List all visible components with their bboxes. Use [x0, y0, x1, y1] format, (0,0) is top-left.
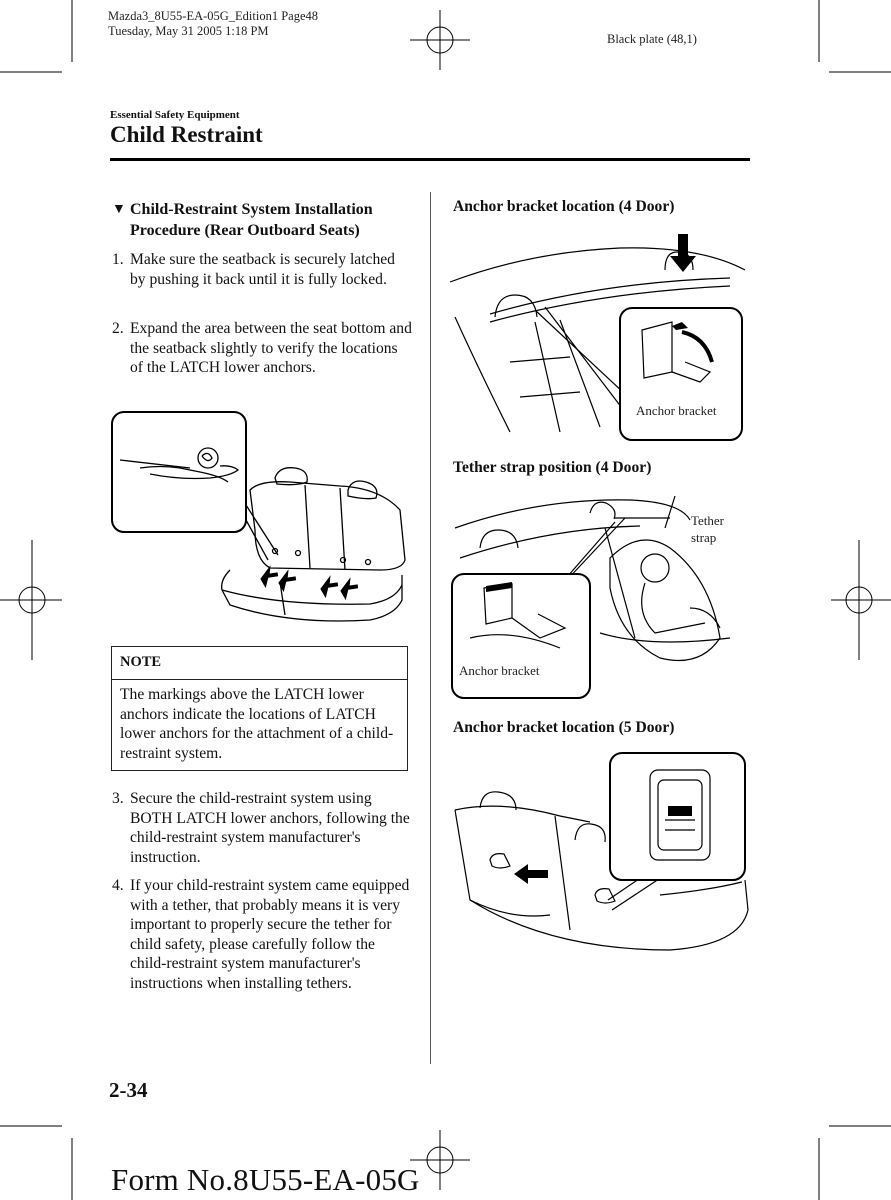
- anchor-bracket-5door-illustration: [454, 752, 749, 951]
- print-header: Mazda3_8U55-EA-05G_Edition1 Page48 Tuesd…: [108, 9, 318, 39]
- fig1-caption: Anchor bracket location (4 Door): [453, 198, 675, 215]
- fig2-caption: Tether strap position (4 Door): [453, 459, 652, 476]
- step-text: If your child-restraint system came equi…: [130, 877, 410, 992]
- registration-mark-left: [0, 540, 62, 660]
- rear-seat-latch-illustration: [111, 411, 406, 622]
- step-text: Expand the area between the seat bottom …: [130, 320, 412, 376]
- registration-mark-top: [410, 10, 470, 70]
- fig1-anchor-label: Anchor bracket: [636, 403, 717, 418]
- page-number: 2-34: [109, 1078, 148, 1102]
- registration-mark-right: [831, 540, 891, 660]
- fig2-tether-label: Tether strap: [691, 513, 725, 545]
- column-divider: [430, 192, 431, 1064]
- step-number: 3.: [112, 790, 124, 807]
- anchor-bracket-5door-inset: [609, 752, 746, 881]
- page-title: Child Restraint: [110, 122, 263, 147]
- triangle-marker-icon: ▼: [112, 202, 126, 217]
- fig3-caption: Anchor bracket location (5 Door): [453, 719, 675, 736]
- registration-mark-bottom: [410, 1130, 470, 1190]
- step-text: Secure the child-restraint system using …: [130, 790, 410, 866]
- note-box: NOTE The markings above the LATCH lower …: [111, 646, 408, 771]
- step-text: Make sure the seatback is securely latch…: [130, 251, 395, 288]
- step-number: 1.: [112, 251, 124, 268]
- print-header-date: Tuesday, May 31 2005 1:18 PM: [108, 24, 269, 38]
- form-number: Form No.8U55-EA-05G: [111, 1162, 420, 1197]
- step-number: 2.: [112, 320, 124, 337]
- anchor-bracket-4door-illustration: [449, 234, 746, 441]
- section-tag: Essential Safety Equipment: [110, 109, 240, 121]
- step-2: 2. Expand the area between the seat bott…: [112, 319, 412, 378]
- title-rule: [110, 158, 750, 161]
- note-body: The markings above the LATCH lower ancho…: [120, 686, 394, 762]
- step-number: 4.: [112, 877, 124, 894]
- print-header-file: Mazda3_8U55-EA-05G_Edition1 Page48: [108, 9, 319, 23]
- tether-anchor-inset: [451, 573, 591, 699]
- step-4: 4. If your child-restraint system came e…: [112, 876, 412, 993]
- print-plate: Black plate (48,1): [607, 32, 697, 46]
- step-1: 1. Make sure the seatback is securely la…: [112, 250, 412, 289]
- procedure-subheading: ▼ Child-Restraint System Installation Pr…: [112, 199, 412, 241]
- latch-marking-inset: [111, 411, 247, 533]
- note-divider: [112, 679, 407, 680]
- anchor-bracket-inset: [619, 307, 743, 441]
- step-3: 3. Secure the child-restraint system usi…: [112, 789, 412, 867]
- note-title: NOTE: [120, 654, 162, 670]
- tether-strap-4door-illustration: [451, 495, 731, 699]
- fig2-anchor-label: Anchor bracket: [459, 663, 540, 678]
- procedure-subheading-text: Child-Restraint System Installation Proc…: [130, 201, 373, 239]
